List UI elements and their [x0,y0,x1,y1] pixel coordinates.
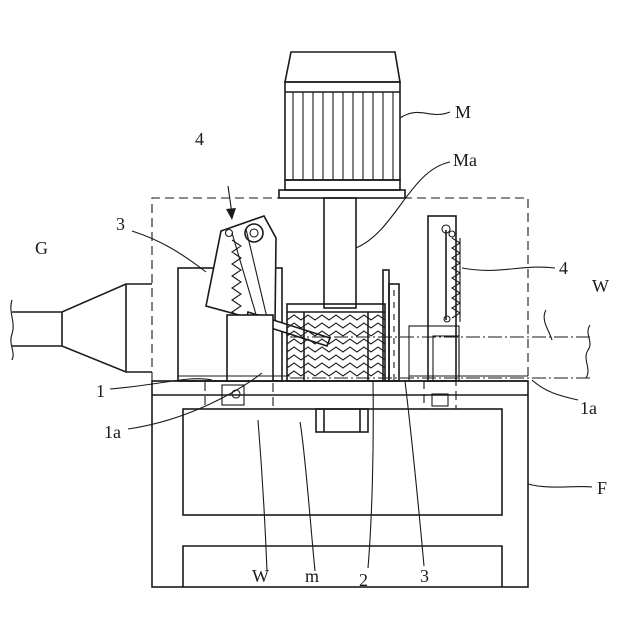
reference-labels: M Ma 4 4 3 3 G W W 1 1a 1a F m 2 [35,102,609,590]
motor [279,52,405,198]
label-workpiece-right: W [592,276,609,296]
label-brush: 2 [359,570,368,590]
label-table-edge-right: 1a [580,398,597,418]
frame [152,381,528,587]
label-pusher-right: 4 [559,258,568,278]
label-motor-coupling: m [305,566,319,586]
dust-hood-outline [152,198,528,381]
label-frame: F [597,478,607,498]
label-motor: M [455,102,471,122]
suction-duct [11,284,152,372]
label-holder-right: 3 [420,566,429,586]
label-suction: G [35,238,48,258]
right-clamp [424,216,460,409]
label-table-edge-left: 1a [104,422,121,442]
brush-stack [287,304,385,381]
label-shaft: Ma [453,150,477,170]
motor-shaft [324,198,356,308]
workpiece [290,325,590,381]
label-table: 1 [96,381,105,401]
label-pusher-left: 4 [195,129,204,149]
label-workpiece-bottom: W [252,566,269,586]
label-holder-left: 3 [116,214,125,234]
